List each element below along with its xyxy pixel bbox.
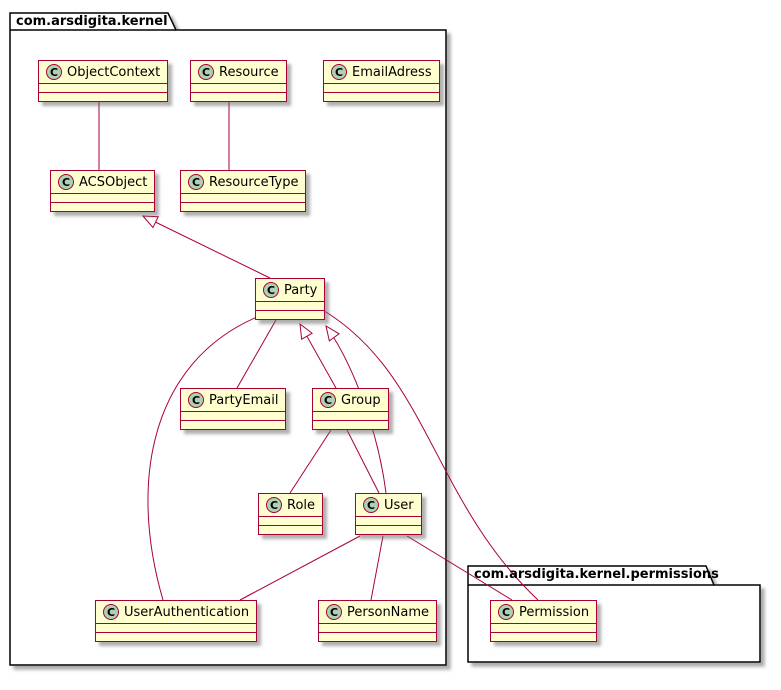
attributes-compartment <box>39 83 168 92</box>
class-spot-icon: C <box>188 174 204 190</box>
attributes-compartment <box>191 83 286 92</box>
class-spot-icon: C <box>266 497 282 513</box>
class-title: C PartyEmail <box>181 389 285 411</box>
attributes-compartment <box>324 83 439 92</box>
methods-compartment <box>491 632 597 641</box>
class-spot-icon: C <box>331 64 347 80</box>
class-partyemail: C PartyEmail <box>180 388 287 430</box>
class-spot-icon: C <box>363 497 379 513</box>
methods-compartment <box>181 420 286 429</box>
class-name: PersonName <box>347 604 430 620</box>
class-name: Role <box>287 497 316 513</box>
edge-party-acsobject-generalization <box>143 216 271 279</box>
edge-permission-party <box>320 308 539 601</box>
class-title: C ACSObject <box>51 171 154 193</box>
methods-compartment <box>51 202 155 211</box>
attributes-compartment <box>181 193 306 202</box>
edge-userauthentication-party <box>147 316 258 601</box>
class-title: C EmailAdress <box>324 61 439 83</box>
edge-userauthentication-user <box>239 535 361 601</box>
methods-compartment <box>356 525 421 534</box>
class-name: User <box>384 497 414 513</box>
class-spot-icon: C <box>46 64 62 80</box>
class-name: UserAuthentication <box>124 604 250 620</box>
methods-compartment <box>39 92 168 101</box>
package-label-kernel: com.arsdigita.kernel <box>16 14 168 29</box>
class-spot-icon: C <box>263 282 279 298</box>
class-title: C User <box>356 494 421 516</box>
attributes-compartment <box>256 301 325 310</box>
edge-permission-user <box>406 535 513 601</box>
methods-compartment <box>191 92 286 101</box>
attributes-compartment <box>51 193 155 202</box>
methods-compartment <box>256 310 325 319</box>
class-group: C Group <box>312 388 389 430</box>
class-objectcontext: C ObjectContext <box>38 60 169 102</box>
attributes-compartment <box>319 623 437 632</box>
class-title: C Permission <box>491 601 596 623</box>
attributes-compartment <box>96 623 257 632</box>
class-title: C Group <box>313 389 388 411</box>
class-spot-icon: C <box>320 392 336 408</box>
attributes-compartment <box>313 411 388 420</box>
class-party: C Party <box>255 278 326 320</box>
methods-compartment <box>259 525 323 534</box>
class-title: C Role <box>259 494 322 516</box>
class-title: C Resource <box>191 61 286 83</box>
class-resourcetype: C ResourceType <box>180 170 307 212</box>
class-name: ACSObject <box>79 174 148 190</box>
class-user: C User <box>355 493 422 535</box>
package-kernel-outline <box>9 12 447 666</box>
methods-compartment <box>96 632 257 641</box>
attributes-compartment <box>181 411 286 420</box>
class-userauthentication: C UserAuthentication <box>95 600 258 642</box>
edge-user-group <box>346 429 380 494</box>
class-name: Permission <box>519 604 590 620</box>
edge-personname-user <box>370 535 384 601</box>
class-name: Party <box>284 282 318 298</box>
class-title: C UserAuthentication <box>96 601 256 623</box>
edge-role-group <box>289 429 332 494</box>
class-title: C PersonName <box>319 601 436 623</box>
class-spot-icon: C <box>498 604 514 620</box>
package-kernel <box>9 12 447 666</box>
package-label-permissions: com.arsdigita.kernel.permissions <box>474 567 719 582</box>
edge-partyemail-party <box>236 319 277 389</box>
class-spot-icon: C <box>198 64 214 80</box>
methods-compartment <box>319 632 437 641</box>
class-spot-icon: C <box>188 392 204 408</box>
class-spot-icon: C <box>58 174 74 190</box>
class-title: C Party <box>256 279 324 301</box>
attributes-compartment <box>491 623 597 632</box>
class-permission: C Permission <box>490 600 598 642</box>
class-name: ObjectContext <box>67 64 161 80</box>
class-spot-icon: C <box>103 604 119 620</box>
class-spot-icon: C <box>326 604 342 620</box>
edge-group-party-generalization <box>300 324 337 389</box>
class-acsobject: C ACSObject <box>50 170 156 212</box>
attributes-compartment <box>356 516 421 525</box>
class-title: C ObjectContext <box>39 61 167 83</box>
methods-compartment <box>324 92 439 101</box>
class-name: ResourceType <box>209 174 299 190</box>
class-title: C ResourceType <box>181 171 305 193</box>
class-name: Group <box>341 392 381 408</box>
methods-compartment <box>181 202 306 211</box>
class-personname: C PersonName <box>318 600 438 642</box>
attributes-compartment <box>259 516 323 525</box>
class-name: Resource <box>219 64 279 80</box>
class-name: PartyEmail <box>209 392 279 408</box>
class-resource: C Resource <box>190 60 287 102</box>
class-emailadress: C EmailAdress <box>323 60 440 102</box>
methods-compartment <box>313 420 388 429</box>
class-role: C Role <box>258 493 324 535</box>
class-name: EmailAdress <box>352 64 432 80</box>
